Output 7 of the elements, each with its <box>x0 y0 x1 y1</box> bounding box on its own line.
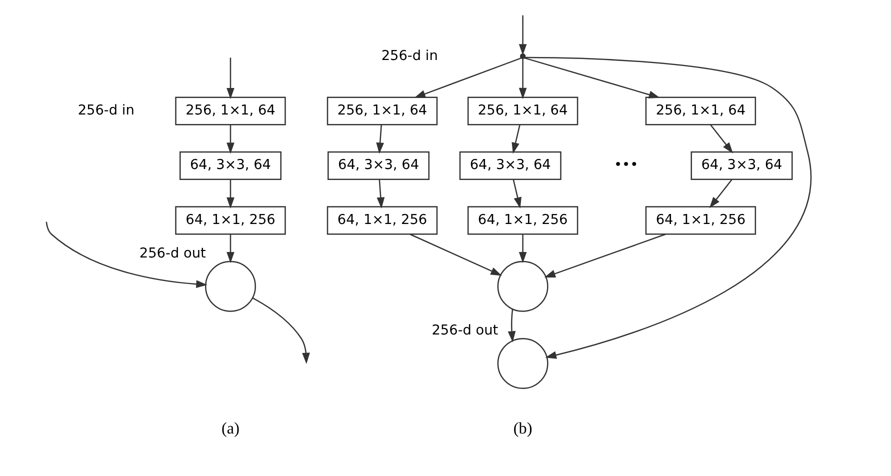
label: 256-d in <box>380 47 438 64</box>
node-label: 256-d out <box>431 322 498 338</box>
label: ••• <box>613 156 638 173</box>
label: (b) <box>512 420 532 438</box>
label: 256-d in <box>77 102 134 118</box>
node-label: 256-d out <box>138 245 206 262</box>
label: (a) <box>221 420 239 438</box>
